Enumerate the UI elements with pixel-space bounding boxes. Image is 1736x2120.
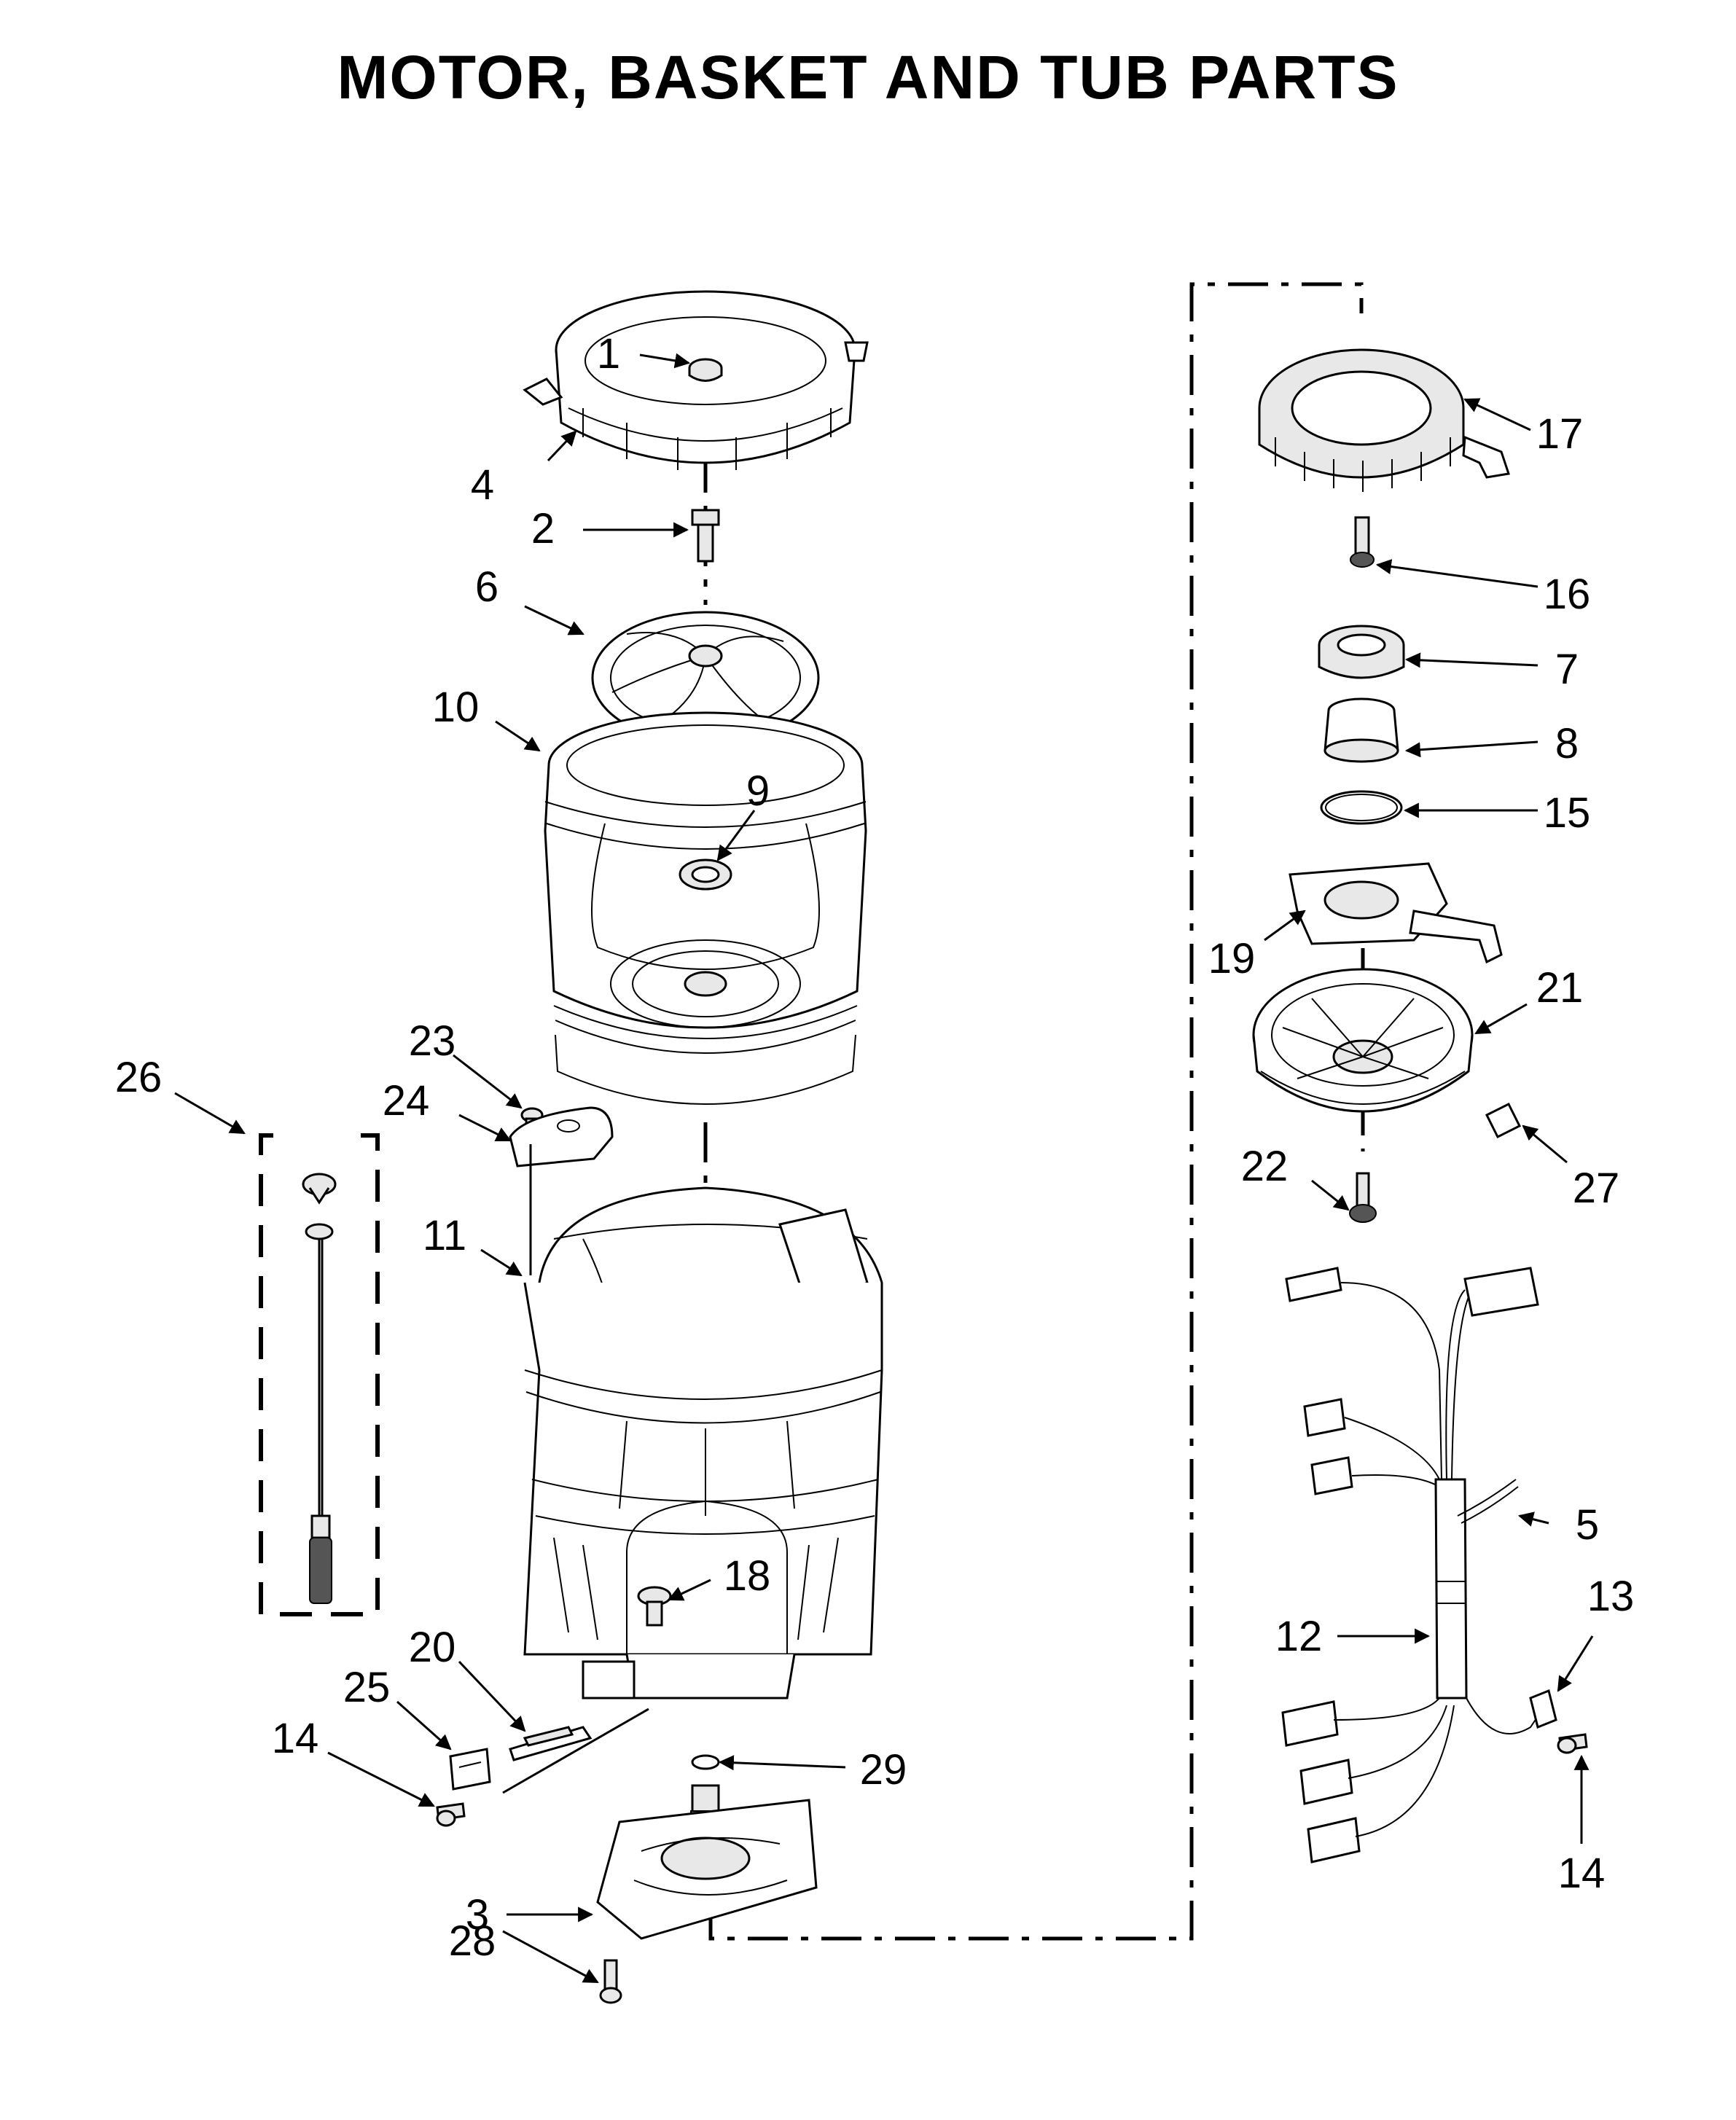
callout-23: 23 xyxy=(409,1017,456,1065)
callout-17: 17 xyxy=(1536,410,1584,458)
stator-bolt-part xyxy=(1350,516,1375,568)
callout-13: 13 xyxy=(1587,1573,1635,1620)
callout-labels: 1 4 2 6 10 9 23 24 26 11 18 20 25 14 29 … xyxy=(115,330,1635,1965)
callout-14-right: 14 xyxy=(1558,1850,1606,1897)
callout-16: 16 xyxy=(1544,571,1591,618)
mount-screw-part xyxy=(599,1959,622,2004)
callout-19: 19 xyxy=(1208,935,1256,982)
callout-6: 6 xyxy=(475,563,498,611)
rotor-clip-part xyxy=(1485,1102,1522,1139)
drive-mount-part xyxy=(596,1784,818,1940)
drive-connection-line xyxy=(708,282,1364,1941)
motor-bracket-part xyxy=(1289,862,1503,964)
callout-11: 11 xyxy=(423,1212,466,1259)
callout-29: 29 xyxy=(860,1746,907,1794)
outer-tub-part xyxy=(523,1186,883,1699)
wire-harness-part xyxy=(1281,1267,1539,1863)
wash-basket-part xyxy=(544,711,867,1105)
callout-8: 8 xyxy=(1555,720,1579,767)
rotor-part xyxy=(1252,968,1474,1113)
callout-24: 24 xyxy=(383,1077,430,1124)
basket-cap-part xyxy=(688,358,723,382)
callout-14-left: 14 xyxy=(272,1715,319,1762)
callout-12: 12 xyxy=(1275,1613,1323,1660)
callout-7: 7 xyxy=(1555,646,1579,693)
callout-1: 1 xyxy=(597,330,620,378)
stator-part xyxy=(1258,348,1510,492)
heater-bracket-part xyxy=(502,1708,649,1794)
seal-ring-part xyxy=(1320,790,1403,825)
hub-collar-part xyxy=(1323,697,1399,763)
callout-26: 26 xyxy=(115,1054,163,1101)
callout-21: 21 xyxy=(1536,964,1584,1012)
callout-28: 28 xyxy=(449,1917,496,1965)
callout-20: 20 xyxy=(409,1624,456,1671)
harness-clamp-part xyxy=(1529,1689,1557,1729)
leader-lines xyxy=(174,353,1594,1984)
callout-25: 25 xyxy=(343,1664,391,1711)
right-screw-part xyxy=(1557,1733,1588,1754)
left-screw-part xyxy=(436,1802,466,1827)
tub-fitting-part xyxy=(637,1586,672,1627)
callout-22: 22 xyxy=(1241,1143,1289,1190)
rotor-bolt-part xyxy=(1349,1172,1377,1223)
callout-4: 4 xyxy=(471,461,494,509)
o-ring-part xyxy=(691,1754,720,1770)
callout-5: 5 xyxy=(1576,1501,1599,1549)
basket-bolt-part xyxy=(691,509,720,563)
tub-cover-part xyxy=(509,1106,614,1275)
bearing-part xyxy=(1318,625,1405,679)
callout-15: 15 xyxy=(1544,789,1591,837)
callout-10: 10 xyxy=(432,684,480,731)
balance-ring-part xyxy=(523,290,869,485)
basket-hub-nut-part xyxy=(679,858,732,997)
drain-clip-part xyxy=(449,1748,491,1791)
suspension-rod-group xyxy=(259,1133,380,1616)
callout-3: 3 xyxy=(466,1891,489,1939)
diagram-title: MOTOR, BASKET AND TUB PARTS xyxy=(337,43,1399,112)
callout-2: 2 xyxy=(531,505,555,552)
callout-27: 27 xyxy=(1573,1165,1620,1212)
callout-18: 18 xyxy=(724,1552,771,1600)
callout-9: 9 xyxy=(746,767,770,815)
